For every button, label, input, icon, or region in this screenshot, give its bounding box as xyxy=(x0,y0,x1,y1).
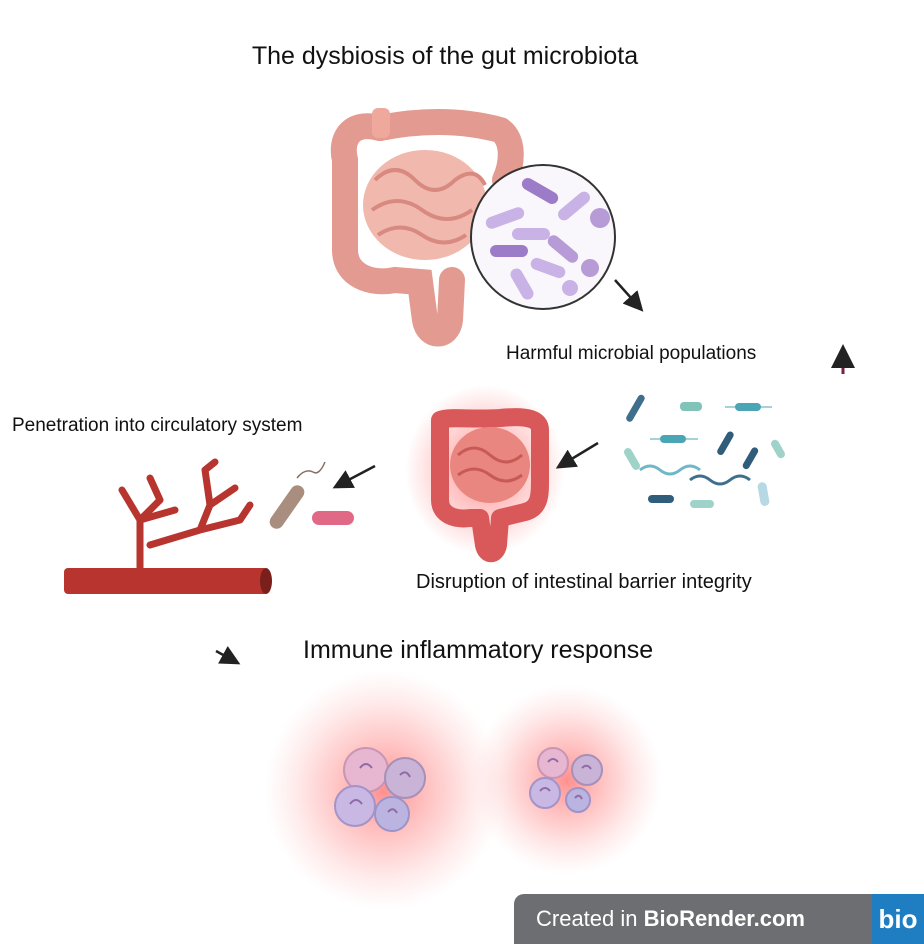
immune-cell-cluster-left xyxy=(264,670,504,910)
flow-arrow xyxy=(555,441,599,469)
diagram-title: The dysbiosis of the gut microbiota xyxy=(251,42,639,70)
microbe-magnifier xyxy=(470,164,616,310)
biorender-logo: bio xyxy=(872,894,924,944)
label-immune-response: Immune inflammatory response xyxy=(303,636,654,664)
label-penetration: Penetration into circulatory system xyxy=(12,415,303,436)
badge-brand: BioRender.com xyxy=(643,906,805,931)
label-harmful-populations: Harmful microbial populations xyxy=(506,343,757,364)
badge-prefix: Created in xyxy=(536,906,644,931)
intestine-illustration xyxy=(330,108,524,347)
penetrating-bacteria xyxy=(269,461,354,529)
badge-text: Created in BioRender.com xyxy=(536,906,805,932)
biorender-badge: Created in BioRender.com bio xyxy=(514,894,924,944)
harmful-bacteria-cluster xyxy=(624,394,785,508)
flow-arrow xyxy=(215,646,241,665)
immune-cell-cluster-right xyxy=(472,685,662,875)
inflamed-intestine-illustration xyxy=(405,385,565,563)
flow-arrow xyxy=(614,279,644,312)
flow-arrow xyxy=(332,464,376,489)
blood-vessel-illustration xyxy=(64,458,272,594)
label-barrier-disruption: Disruption of intestinal barrier integri… xyxy=(416,571,752,593)
